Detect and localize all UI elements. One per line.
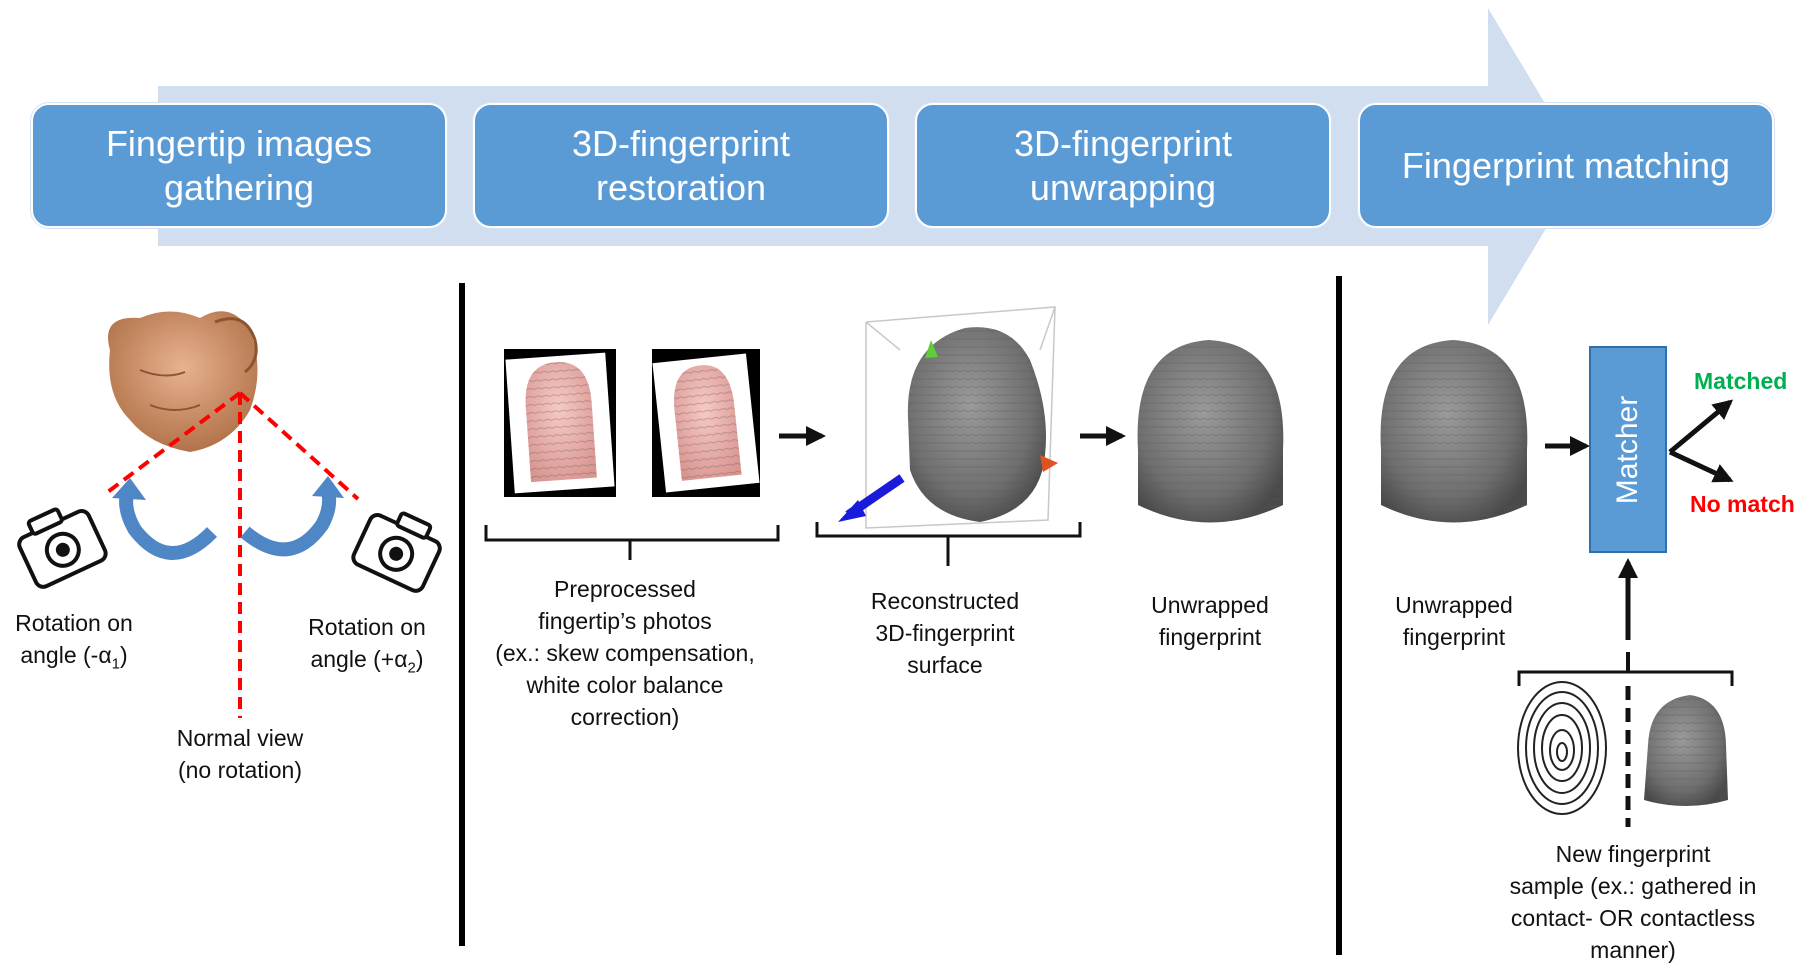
contactless-fingerprint-image <box>1644 695 1728 806</box>
matcher-label-wrapper: Matcher <box>1590 347 1666 552</box>
matcher-box <box>1589 346 1667 553</box>
rotation-arrow-right <box>240 476 344 557</box>
reconstructed-3d-surface <box>838 306 1058 529</box>
normal-view-caption: Normal view (no rotation) <box>176 725 304 783</box>
matched-label: Matched <box>1694 368 1788 394</box>
unwrapped-fingerprint-image-1 <box>1137 340 1284 523</box>
brace-new-sample <box>1517 652 1734 686</box>
brace-preprocessed <box>484 525 780 560</box>
no-match-arrow <box>1668 449 1734 483</box>
no-match-label: No match <box>1690 491 1795 517</box>
rotation-right-caption: Rotation on angle (+α2) <box>308 614 426 677</box>
camera-icon-left <box>17 507 108 589</box>
stage-fingerprint-matching: Fingerprint matching <box>1358 103 1774 228</box>
preprocessed-photo-2 <box>652 349 760 497</box>
unwrapped-caption-2: Unwrapped fingerprint <box>1395 592 1513 650</box>
rotation-arrow-left <box>112 478 218 560</box>
contact-fingerprint-image <box>1517 681 1607 815</box>
new-sample-caption: New fingerprint sample (ex.: gathered in… <box>1509 841 1757 963</box>
brace-reconstructed <box>815 522 1082 566</box>
unwrapped-fingerprint-image-2 <box>1380 340 1528 523</box>
preprocessed-caption: Preprocessed fingertip’s photos (ex.: sk… <box>495 576 755 730</box>
stage-3d-fingerprint-restoration: 3D-fingerprint restoration <box>473 103 889 228</box>
unwrapped-caption-1: Unwrapped fingerprint <box>1151 592 1269 650</box>
stage-3d-fingerprint-unwrapping: 3D-fingerprint unwrapping <box>915 103 1331 228</box>
camera-icon-right <box>351 511 442 593</box>
reconstructed-caption: Reconstructed 3D-fingerprint surface <box>870 588 1020 678</box>
rotation-left-caption: Rotation on angle (-α1) <box>15 610 133 673</box>
stage-fingertip-images-gathering: Fingertip images gathering <box>31 103 447 228</box>
matcher-label: Matcher <box>1611 395 1644 504</box>
preprocessed-photo-1 <box>504 349 616 497</box>
camera-angle-lines <box>103 391 360 718</box>
pointing-hand-image <box>108 311 258 452</box>
matched-arrow <box>1668 399 1734 454</box>
